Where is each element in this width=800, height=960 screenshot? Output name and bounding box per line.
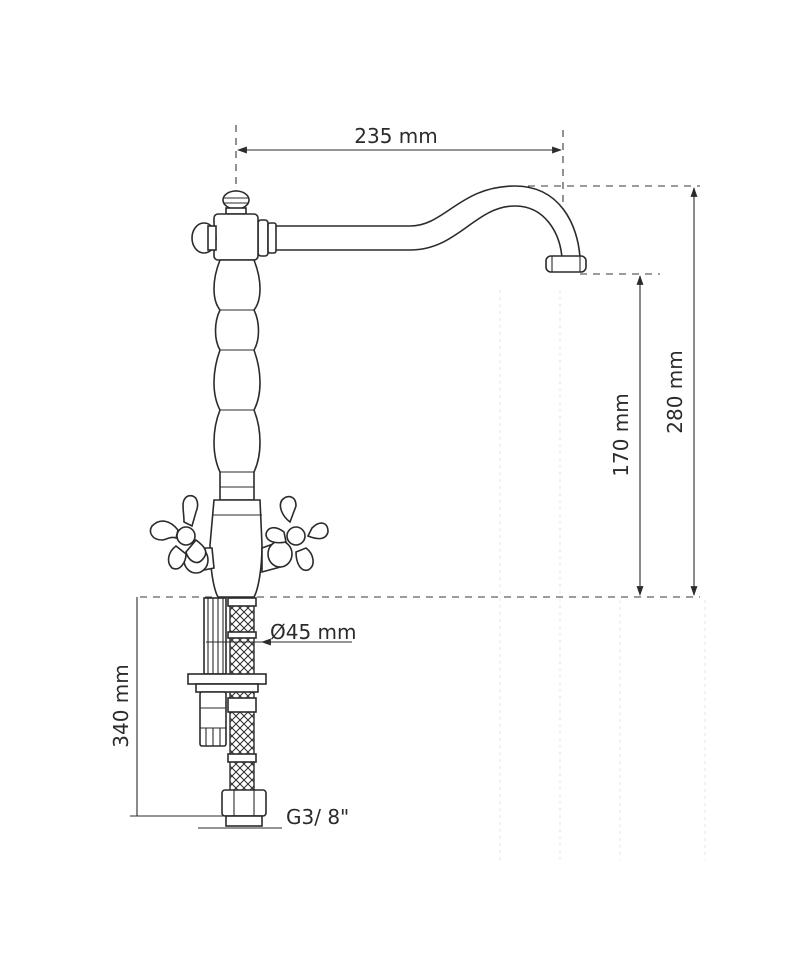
dimension-labels: 235 mm 280 mm 170 mm 340 mm Ø45 mm G3/ 8…	[109, 124, 687, 829]
aerator	[545, 255, 587, 273]
base-diameter-label: Ø45 mm	[270, 620, 357, 644]
total-height-label: 280 mm	[663, 350, 687, 434]
spout-reach-label: 235 mm	[354, 124, 438, 148]
top-cap	[222, 190, 250, 210]
left-cross-handle	[149, 494, 207, 570]
under-counter-assembly	[187, 597, 267, 827]
flexible-hose	[229, 601, 255, 793]
spout-height-label: 170 mm	[609, 393, 633, 477]
connection-thread-label: G3/ 8"	[286, 805, 349, 829]
right-cross-handle	[265, 495, 329, 572]
head-block	[213, 213, 259, 261]
column	[213, 259, 261, 501]
hose-length-label: 340 mm	[109, 664, 133, 748]
dimension-lines	[130, 146, 698, 829]
hose-connector	[221, 789, 267, 817]
background-guides	[499, 290, 706, 860]
faucet-body	[149, 185, 587, 598]
spout	[261, 185, 581, 259]
mounting-plate	[187, 673, 267, 685]
